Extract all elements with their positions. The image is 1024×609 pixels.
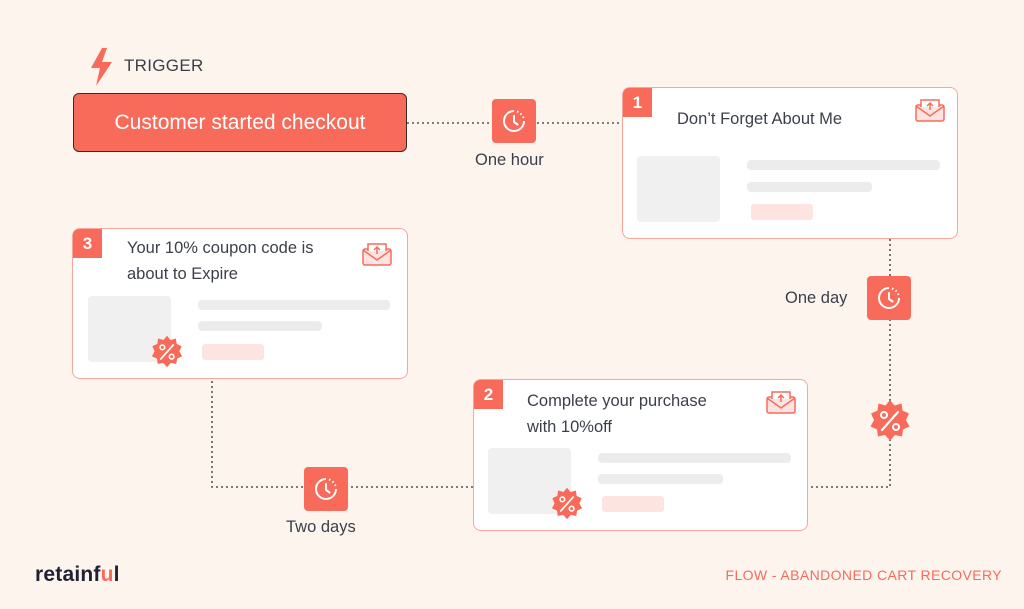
brand-logo-prefix: retainf <box>35 563 101 586</box>
flow-title: FLOW - ABANDONED CART RECOVERY <box>725 567 1002 583</box>
email-text-placeholder <box>747 182 872 192</box>
envelope-icon <box>915 99 945 122</box>
email-step-number: 1 <box>623 88 652 117</box>
trigger-label: TRIGGER <box>124 56 204 75</box>
email-text-placeholder <box>198 300 390 310</box>
trigger-event-box[interactable]: Customer started checkout <box>73 93 407 152</box>
email-text-placeholder <box>747 160 940 170</box>
email-card-3[interactable]: 3 Your 10% coupon code is about to Expir… <box>72 228 408 379</box>
connector-email2-to-email3 <box>211 379 473 488</box>
email-subject-line-2: with 10%off <box>527 418 612 436</box>
email-text-placeholder <box>598 474 723 484</box>
percent-badge-icon <box>551 487 583 520</box>
brand-logo-suffix: l <box>113 563 120 586</box>
clock-icon <box>878 287 900 309</box>
delay-two-days-label: Two days <box>286 518 356 536</box>
email-text-placeholder <box>598 453 791 463</box>
clock-icon <box>503 110 525 132</box>
delay-one-day-badge[interactable] <box>867 276 911 320</box>
email-subject: Don’t Forget About Me <box>677 110 843 128</box>
email-subject: Complete your purchase with 10%off <box>527 388 707 440</box>
email-text-placeholder <box>198 321 322 331</box>
email-subject-line-1: Complete your purchase <box>527 392 707 410</box>
envelope-icon <box>362 243 392 266</box>
email-subject-line-2: about to Expire <box>127 265 238 283</box>
email-card-2[interactable]: 2 Complete your purchase with 10%off <box>473 379 808 531</box>
lightning-icon <box>91 48 112 86</box>
envelope-icon <box>766 391 796 414</box>
percent-badge-icon <box>870 400 910 441</box>
email-button-placeholder <box>202 344 264 360</box>
brand-logo-highlight: u <box>100 563 114 586</box>
delay-one-day-label: One day <box>785 289 848 307</box>
percent-badge-icon <box>151 335 183 368</box>
email-step-number: 2 <box>474 380 503 409</box>
email-subject-line-1: Your 10% coupon code is <box>127 239 314 257</box>
email-button-placeholder <box>751 204 813 220</box>
clock-icon <box>315 478 337 500</box>
email-button-placeholder <box>602 496 664 512</box>
delay-two-days-badge[interactable] <box>304 467 348 511</box>
email-subject: Your 10% coupon code is about to Expire <box>127 235 314 287</box>
email-card-1[interactable]: 1 Don’t Forget About Me <box>622 87 958 239</box>
brand-logo: retainful <box>35 563 120 587</box>
email-image-placeholder <box>637 156 720 222</box>
trigger-event-label: Customer started checkout <box>114 110 366 134</box>
delay-one-hour-badge[interactable] <box>492 99 536 143</box>
email-step-number: 3 <box>73 229 102 258</box>
delay-one-hour-label: One hour <box>475 151 544 169</box>
